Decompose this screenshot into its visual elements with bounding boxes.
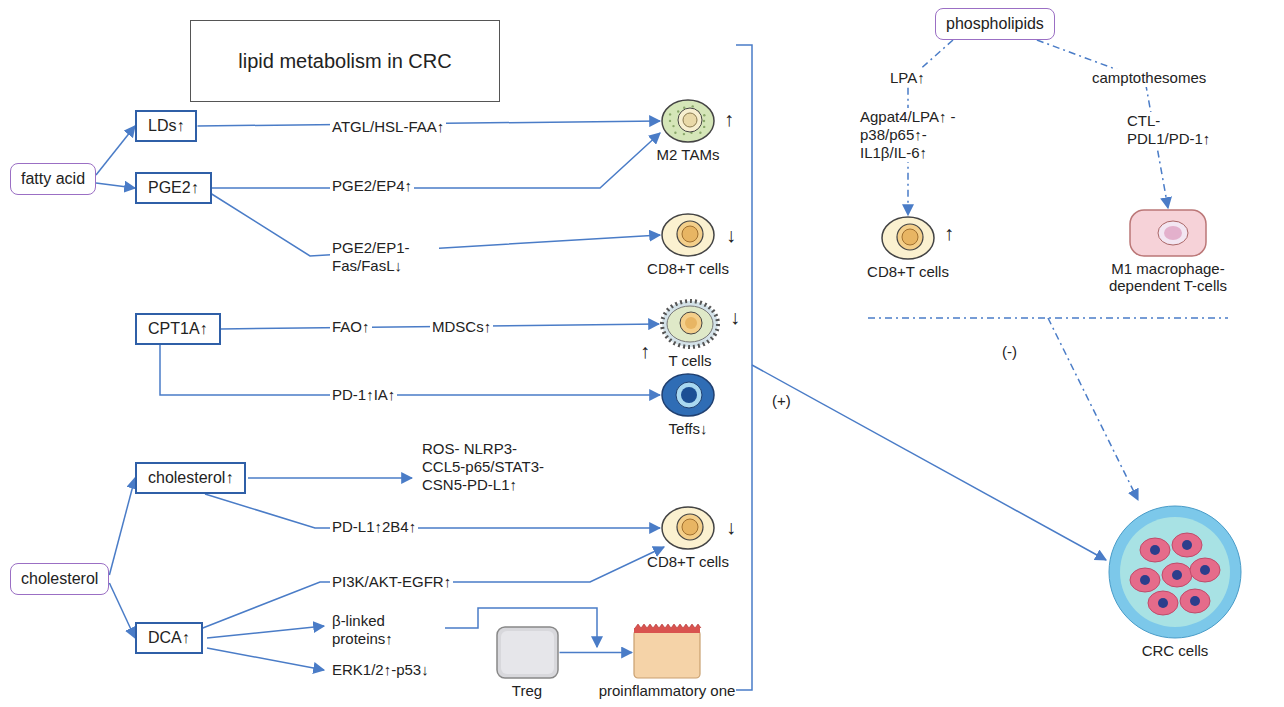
treg-icon: [495, 625, 560, 680]
pathway-label: camptothesomes: [1090, 69, 1208, 87]
tcell-icon: [660, 505, 716, 551]
m1-icon: [1128, 208, 1208, 258]
connector-arrow: [109, 478, 135, 575]
node-text: Treg: [495, 682, 560, 699]
pathway-label: (-): [1000, 343, 1019, 361]
node-text: LDs↑: [148, 117, 184, 135]
node-text: M1 macrophage- dependent T-cells: [1103, 260, 1233, 294]
cell-node: Teffs↓: [660, 372, 716, 437]
change-sign: ↓: [728, 306, 742, 328]
tcell-icon: [660, 212, 716, 258]
change-sign: ↓: [724, 516, 738, 538]
pro-icon: [632, 622, 702, 680]
crc-icon: [1105, 505, 1245, 640]
node-text: CD8+T cells: [647, 553, 729, 570]
connector-arrow: [212, 133, 660, 188]
metabolite-box: PGE2↑: [135, 172, 212, 204]
node-text: DCA↑: [148, 629, 190, 647]
pathway-label: (+): [770, 392, 793, 410]
tcell-icon: [880, 215, 936, 261]
pathway-label: CTL- PDL1/PD-1↑: [1125, 112, 1224, 148]
node-text: Teffs↓: [660, 420, 716, 437]
node-text: proinflammatory one: [599, 682, 736, 699]
teff-icon: [660, 372, 716, 418]
metabolite-box: DCA↑: [135, 622, 203, 654]
pathway-label: PD-L1↑2B4↑: [330, 518, 418, 536]
cell-node: CD8+T cells: [867, 215, 949, 280]
source-box: cholesterol: [10, 563, 109, 595]
pathway-label: ERK1/2↑-p53↓: [330, 661, 431, 679]
change-sign: ↓: [724, 224, 738, 246]
node-text: cholesterol: [21, 570, 98, 588]
cell-node: M1 macrophage- dependent T-cells: [1103, 208, 1233, 294]
pathway-label: FAO↑: [330, 318, 372, 336]
connector-arrow: [96, 126, 135, 175]
source-box: phospholipids: [935, 8, 1055, 40]
node-text: M2 TAMs: [657, 146, 720, 163]
m2-icon: [660, 98, 716, 144]
cell-node: M2 TAMs: [657, 98, 720, 163]
pathway-label: Agpat4/LPA↑ -p38/p65↑- IL1β/IL-6↑: [858, 108, 967, 162]
node-text: lipid metabolism in CRC: [238, 50, 451, 73]
connector-arrow: [109, 583, 135, 638]
metabolite-box: CPT1A↑: [135, 313, 221, 345]
source-box: fatty acid: [10, 163, 96, 195]
node-text: fatty acid: [21, 170, 85, 188]
connector-arrow: [203, 547, 664, 628]
connector-arrow: [96, 183, 135, 188]
connector-arrow: [560, 652, 633, 654]
pathway-label: ATGL/HSL-FAA↑: [330, 118, 446, 136]
node-text: phospholipids: [946, 15, 1044, 33]
connector-arrow: [205, 494, 660, 528]
node-text: CPT1A↑: [148, 320, 208, 338]
node-text: CD8+T cells: [867, 263, 949, 280]
node-text: T cells: [659, 352, 721, 369]
bracket: [736, 45, 1106, 690]
node-text: CRC cells: [1105, 642, 1245, 659]
pathway-label: MDSCs↑: [430, 318, 493, 336]
change-sign: ↑: [722, 108, 736, 130]
pathway-label: PI3K/AKT-EGFR↑: [330, 573, 453, 591]
connector-arrow: [160, 345, 660, 395]
change-sign: ↑: [942, 222, 956, 244]
pathway-label: PGE2/EP1- Fas/FasL↓: [330, 239, 439, 275]
node-text: CD8+T cells: [647, 260, 729, 277]
metabolite-box: cholesterol↑: [135, 462, 246, 494]
cell-node: Treg: [495, 625, 560, 699]
node-text: cholesterol↑: [148, 469, 233, 487]
dashed-bracket: [868, 318, 1228, 500]
pathway-label: PGE2/EP4↑: [330, 177, 414, 195]
cell-node: T cells: [659, 298, 721, 369]
pathway-label: ROS- NLRP3- CCL5-p65/STAT3- CSN5-PD-L1↑: [420, 440, 564, 494]
cell-node: CRC cells: [1105, 505, 1245, 659]
cell-node: CD8+T cells: [647, 505, 729, 570]
node-text: PGE2↑: [148, 179, 199, 197]
tspiky-icon: [659, 298, 721, 350]
pathway-label: β-linked proteins↑: [330, 612, 424, 648]
title-box: lipid metabolism in CRC: [190, 20, 500, 102]
pathway-label: LPA↑: [888, 69, 927, 87]
change-sign: ↑: [638, 340, 652, 362]
cell-node: proinflammatory one: [599, 622, 736, 699]
metabolite-box: LDs↑: [135, 110, 197, 142]
cell-node: CD8+T cells: [647, 212, 729, 277]
pathway-label: PD-1↑IA↑: [330, 386, 397, 404]
